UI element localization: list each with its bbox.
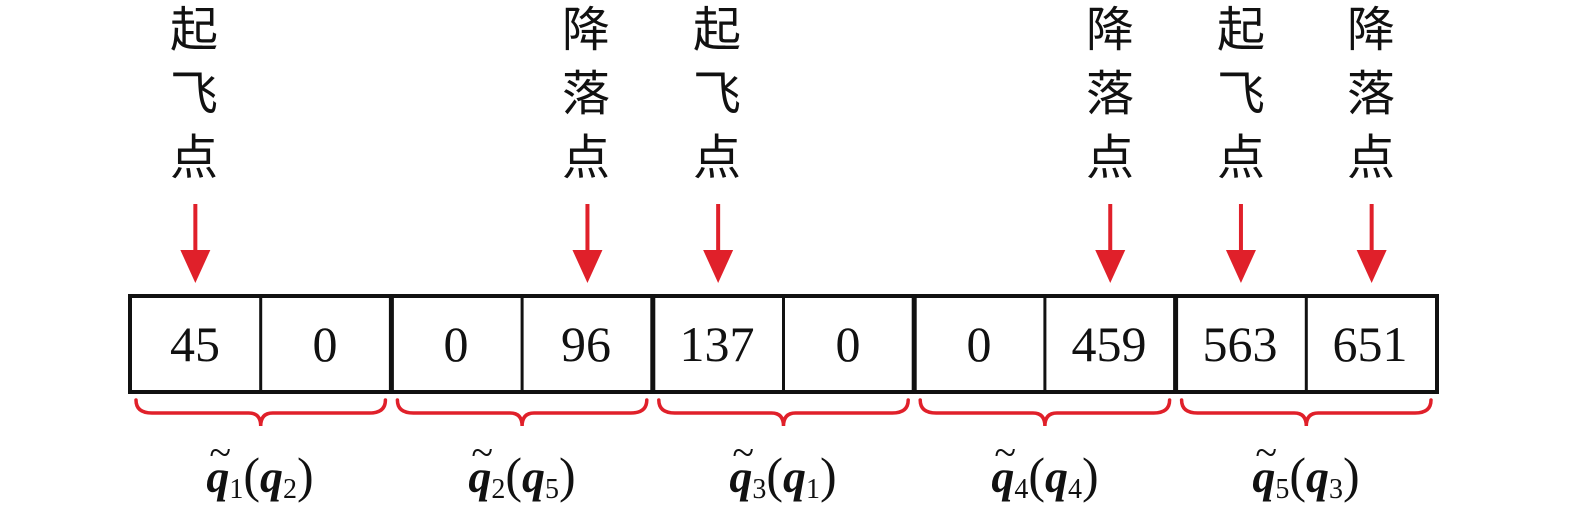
group-label-2: q2(q5) [391,446,653,506]
group-brace [395,398,649,427]
annotation-char: 落 [1085,66,1134,122]
open-paren: ( [766,447,783,503]
annotation-char: 点 [1216,130,1265,186]
open-paren: ( [243,447,260,503]
arrow-head [1356,250,1387,283]
annotation-cell-1: 起 飞 点 [154,0,234,190]
q-tilde-subscript: 1 [229,474,244,505]
annotation-char: 点 [692,130,741,186]
annotation-cell-4: 降 落 点 [546,0,626,190]
q-subscript: 3 [1329,474,1343,505]
group-label-3: q3(q1) [652,446,914,506]
annotation-cell-8: 降 落 点 [1070,0,1150,190]
q-symbol: q [1306,451,1329,502]
q-tilde-symbol: q [468,451,491,502]
annotation-char: 点 [1085,130,1134,186]
annotation-char: 起 [1216,2,1265,58]
annotation-char: 飞 [169,66,218,122]
open-paren: ( [505,447,522,503]
cell-value-1: 45 [170,316,220,372]
arrow-head [703,250,734,283]
q-subscript: 2 [283,474,297,505]
annotation-char: 降 [1085,2,1134,58]
q-tilde-symbol: q [729,451,752,502]
annotation-cell-10: 降 落 点 [1331,0,1411,190]
open-paren: ( [1028,447,1045,503]
q-tilde-symbol: q [991,451,1014,502]
q-tilde-subscript: 2 [491,474,506,505]
arrow-head [572,250,603,283]
q-tilde-subscript: 4 [1014,474,1029,505]
q-symbol: q [260,451,283,502]
annotation-char: 飞 [692,66,741,122]
group-label-1: q1(q2) [129,446,391,506]
q-symbol: q [1045,451,1068,502]
arrow-head [1225,250,1256,283]
cell-value-10: 651 [1332,316,1408,372]
cell-value-6: 0 [835,316,861,372]
annotation-char: 点 [561,130,610,186]
group-brace [657,398,910,427]
close-paren: ) [820,447,837,503]
q-tilde-symbol: q [206,451,229,502]
cell-value-8: 459 [1071,316,1147,372]
q-symbol: q [783,451,806,502]
q-tilde-subscript: 3 [752,474,767,505]
q-subscript: 1 [806,474,820,505]
annotation-char: 降 [561,2,610,58]
arrow-head [1095,250,1126,283]
annotation-char: 飞 [1216,66,1265,122]
group-label-4: q4(q4) [914,446,1176,506]
cell-value-7: 0 [966,316,992,372]
close-paren: ) [559,447,576,503]
q-tilde-symbol: q [1252,451,1275,502]
cell-value-2: 0 [312,316,338,372]
q-subscript: 4 [1068,474,1082,505]
close-paren: ) [1343,447,1360,503]
annotation-char: 落 [561,66,610,122]
annotation-char: 起 [692,2,741,58]
annotation-char: 起 [169,2,218,58]
q-subscript: 5 [545,474,559,505]
cell-value-9: 563 [1202,316,1278,372]
annotation-char: 点 [169,130,218,186]
annotation-char: 点 [1346,130,1395,186]
close-paren: ) [1082,447,1099,503]
q-tilde-subscript: 5 [1275,474,1290,505]
group-label-5: q5(q3) [1175,446,1437,506]
annotation-cell-9: 起 飞 点 [1201,0,1281,190]
open-paren: ( [1289,447,1306,503]
close-paren: ) [297,447,314,503]
cell-value-4: 96 [561,316,611,372]
q-symbol: q [522,451,545,502]
annotation-char: 降 [1346,2,1395,58]
cell-value-3: 0 [443,316,469,372]
annotation-char: 落 [1346,66,1395,122]
group-brace [918,398,1172,427]
cell-value-5: 137 [679,316,755,372]
group-brace [134,398,388,427]
group-brace [1179,398,1433,427]
annotation-cell-5: 起 飞 点 [677,0,757,190]
arrow-head [180,250,211,283]
